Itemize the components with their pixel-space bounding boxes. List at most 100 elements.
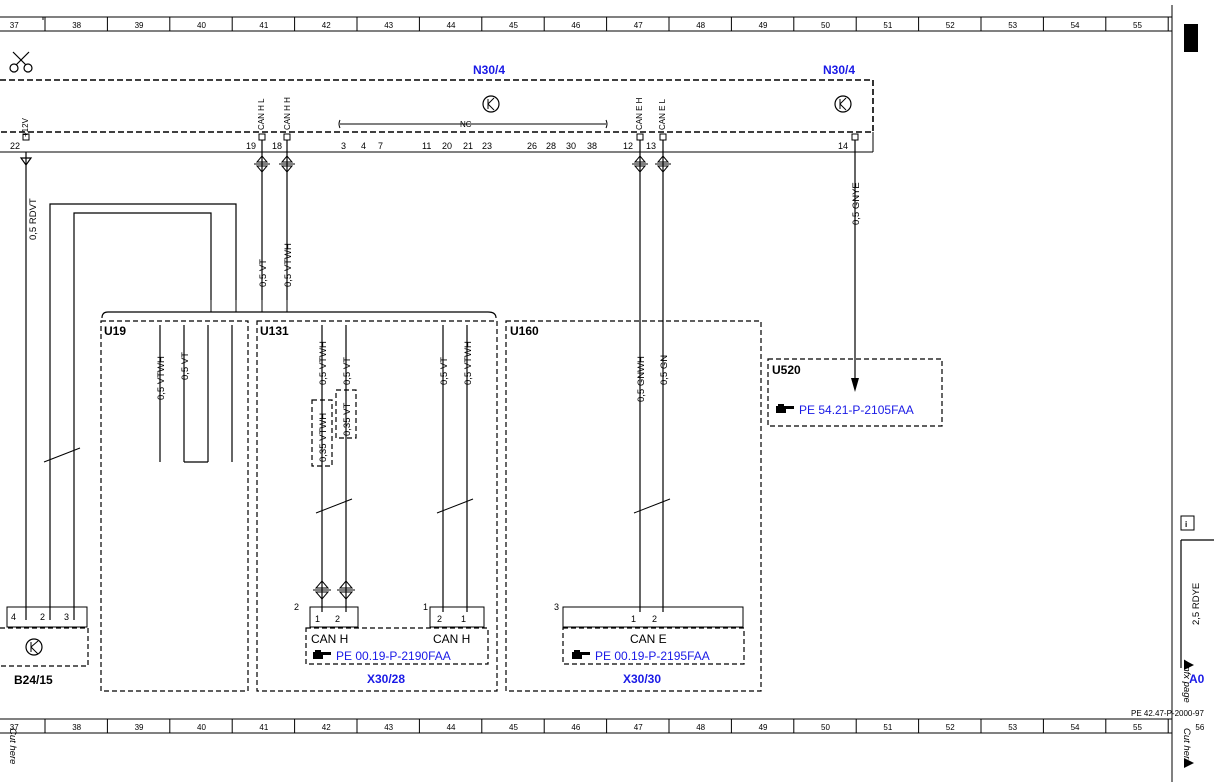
- u520-doc-link[interactable]: PE 54.21-P-2105FAA: [799, 403, 914, 417]
- x30-28-label: X30/28: [367, 672, 405, 686]
- splice-icon: [337, 580, 355, 600]
- splice-icon: [279, 155, 295, 173]
- ruler-label: 41: [259, 723, 268, 732]
- pin-number: 4: [361, 141, 366, 151]
- x30-30-doc-link[interactable]: PE 00.19-P-2195FAA: [595, 649, 710, 663]
- pin-number: 2: [294, 602, 299, 612]
- wire-harness: 0,5 RDVT 0,5 VT 0,5 VTWH 0,5 GNYE: [19, 140, 862, 620]
- splice-icon: [313, 580, 331, 600]
- info-icon-label: i: [1185, 520, 1187, 529]
- pin-socket: [851, 133, 859, 141]
- pin-number: 3: [554, 602, 559, 612]
- ruler-label: 37: [10, 21, 19, 30]
- can-h-label: CAN H: [433, 632, 470, 646]
- ruler-label: 41: [259, 21, 268, 30]
- info-icon[interactable]: [1180, 515, 1195, 531]
- ruler-label: 54: [1071, 21, 1080, 30]
- right-edge: i 2,5 RDYE A0 PE 42.47-P-2000-97 Anfx pa…: [1131, 5, 1214, 782]
- u19-label: U19: [104, 324, 126, 338]
- page-marker-icon: [1184, 24, 1198, 52]
- can-e-label: CAN E: [630, 632, 667, 646]
- ruler-label: 39: [135, 21, 144, 30]
- pin-socket: [22, 133, 30, 141]
- wire-label-gn: 0,5 GN: [659, 355, 670, 385]
- ruler-label: 38: [72, 723, 81, 732]
- ruler-label: 39: [135, 723, 144, 732]
- pin-number: 19: [246, 141, 256, 151]
- pointing-hand-icon: [776, 404, 794, 413]
- pin-number: 12: [623, 141, 633, 151]
- ruler-label: 40: [197, 21, 206, 30]
- page-doc-ref: PE 42.47-P-2000-97: [1131, 709, 1204, 718]
- wire-label-gnye: 0,5 GNYE: [851, 182, 862, 225]
- nc-label: NC: [460, 120, 472, 129]
- u19-box: U19 0,5 VTWH 0,5 VT: [100, 320, 249, 692]
- ruler-label: 43: [384, 21, 393, 30]
- ruler-label: 46: [571, 723, 580, 732]
- transistor-icon: [25, 638, 43, 656]
- pin-number: 4: [11, 612, 16, 622]
- b24-15-label: B24/15: [14, 673, 53, 687]
- can-h-label: CAN H: [311, 632, 348, 646]
- pin-name-can-el: CAN E L: [658, 98, 667, 130]
- wire-label-vt: 0,5 VT: [342, 357, 353, 385]
- ruler-label: 50: [821, 723, 830, 732]
- n30-right-label: N30/4: [823, 63, 855, 77]
- ruler-label: 48: [696, 21, 705, 30]
- pin-number: 2: [335, 614, 340, 624]
- ruler-label: 55: [1133, 723, 1142, 732]
- wire-label-vtwh: 0,5 VTWH: [318, 341, 329, 385]
- ruler-label: 46: [571, 21, 580, 30]
- ruler-label: 49: [759, 723, 768, 732]
- pin-number: 22: [10, 141, 20, 151]
- wire-label-vt: 0,5 VT: [258, 259, 269, 287]
- u131-label: U131: [260, 324, 289, 338]
- x30-28-doc-link[interactable]: PE 00.19-P-2190FAA: [336, 649, 451, 663]
- pin-number: 20: [442, 141, 452, 151]
- pin-number: 38: [587, 141, 597, 151]
- wire-label-vtwh: 0,5 VTWH: [156, 356, 167, 400]
- scissors-icon: [9, 51, 33, 73]
- ruler-label: 48: [696, 723, 705, 732]
- b24-15-sensor: 4 2 3 B24/15: [0, 606, 89, 687]
- pin-socket: [283, 133, 291, 141]
- splice-icon: [254, 155, 270, 173]
- ruler-label: 42: [322, 723, 331, 732]
- ruler-label: 50: [821, 21, 830, 30]
- pin-number: 21: [463, 141, 473, 151]
- ruler-label: 53: [1008, 723, 1017, 732]
- ruler-label: 51: [883, 21, 892, 30]
- pin-socket: [659, 133, 667, 141]
- ruler-label: 47: [634, 723, 643, 732]
- ruler-label: 47: [634, 21, 643, 30]
- previous-page-link[interactable]: Anfx page: [1181, 659, 1192, 703]
- pin-name-can-hh: CAN H H: [283, 97, 292, 130]
- ruler-label: 45: [509, 21, 518, 30]
- pin-name-12v: +12V: [21, 117, 30, 137]
- pin-number: 30: [566, 141, 576, 151]
- pin-number: 13: [646, 141, 656, 151]
- ruler-label: 44: [447, 21, 456, 30]
- pin-number: 26: [527, 141, 537, 151]
- pin-number: 3: [341, 141, 346, 151]
- u520-label: U520: [772, 363, 801, 377]
- ruler-label: 49: [759, 21, 768, 30]
- ruler-label: 43: [384, 723, 393, 732]
- u520-box: U520 PE 54.21-P-2105FAA: [767, 358, 943, 427]
- pin-number: 28: [546, 141, 556, 151]
- pin-number: 1: [315, 614, 320, 624]
- pin-number: 14: [838, 141, 848, 151]
- ruler-label: 54: [1071, 723, 1080, 732]
- pin-number: 1: [461, 614, 466, 624]
- pin-socket: [258, 133, 266, 141]
- pin-name-can-eh: CAN E H: [635, 97, 644, 130]
- ruler-label: 42: [322, 21, 331, 30]
- ruler-label: 53: [1008, 21, 1017, 30]
- pin-number: 1: [423, 602, 428, 612]
- ruler-label: 52: [946, 723, 955, 732]
- wire-label-vtwh: 0,5 VTWH: [463, 341, 474, 385]
- pin-number: 7: [378, 141, 383, 151]
- ruler-label: 38: [72, 21, 81, 30]
